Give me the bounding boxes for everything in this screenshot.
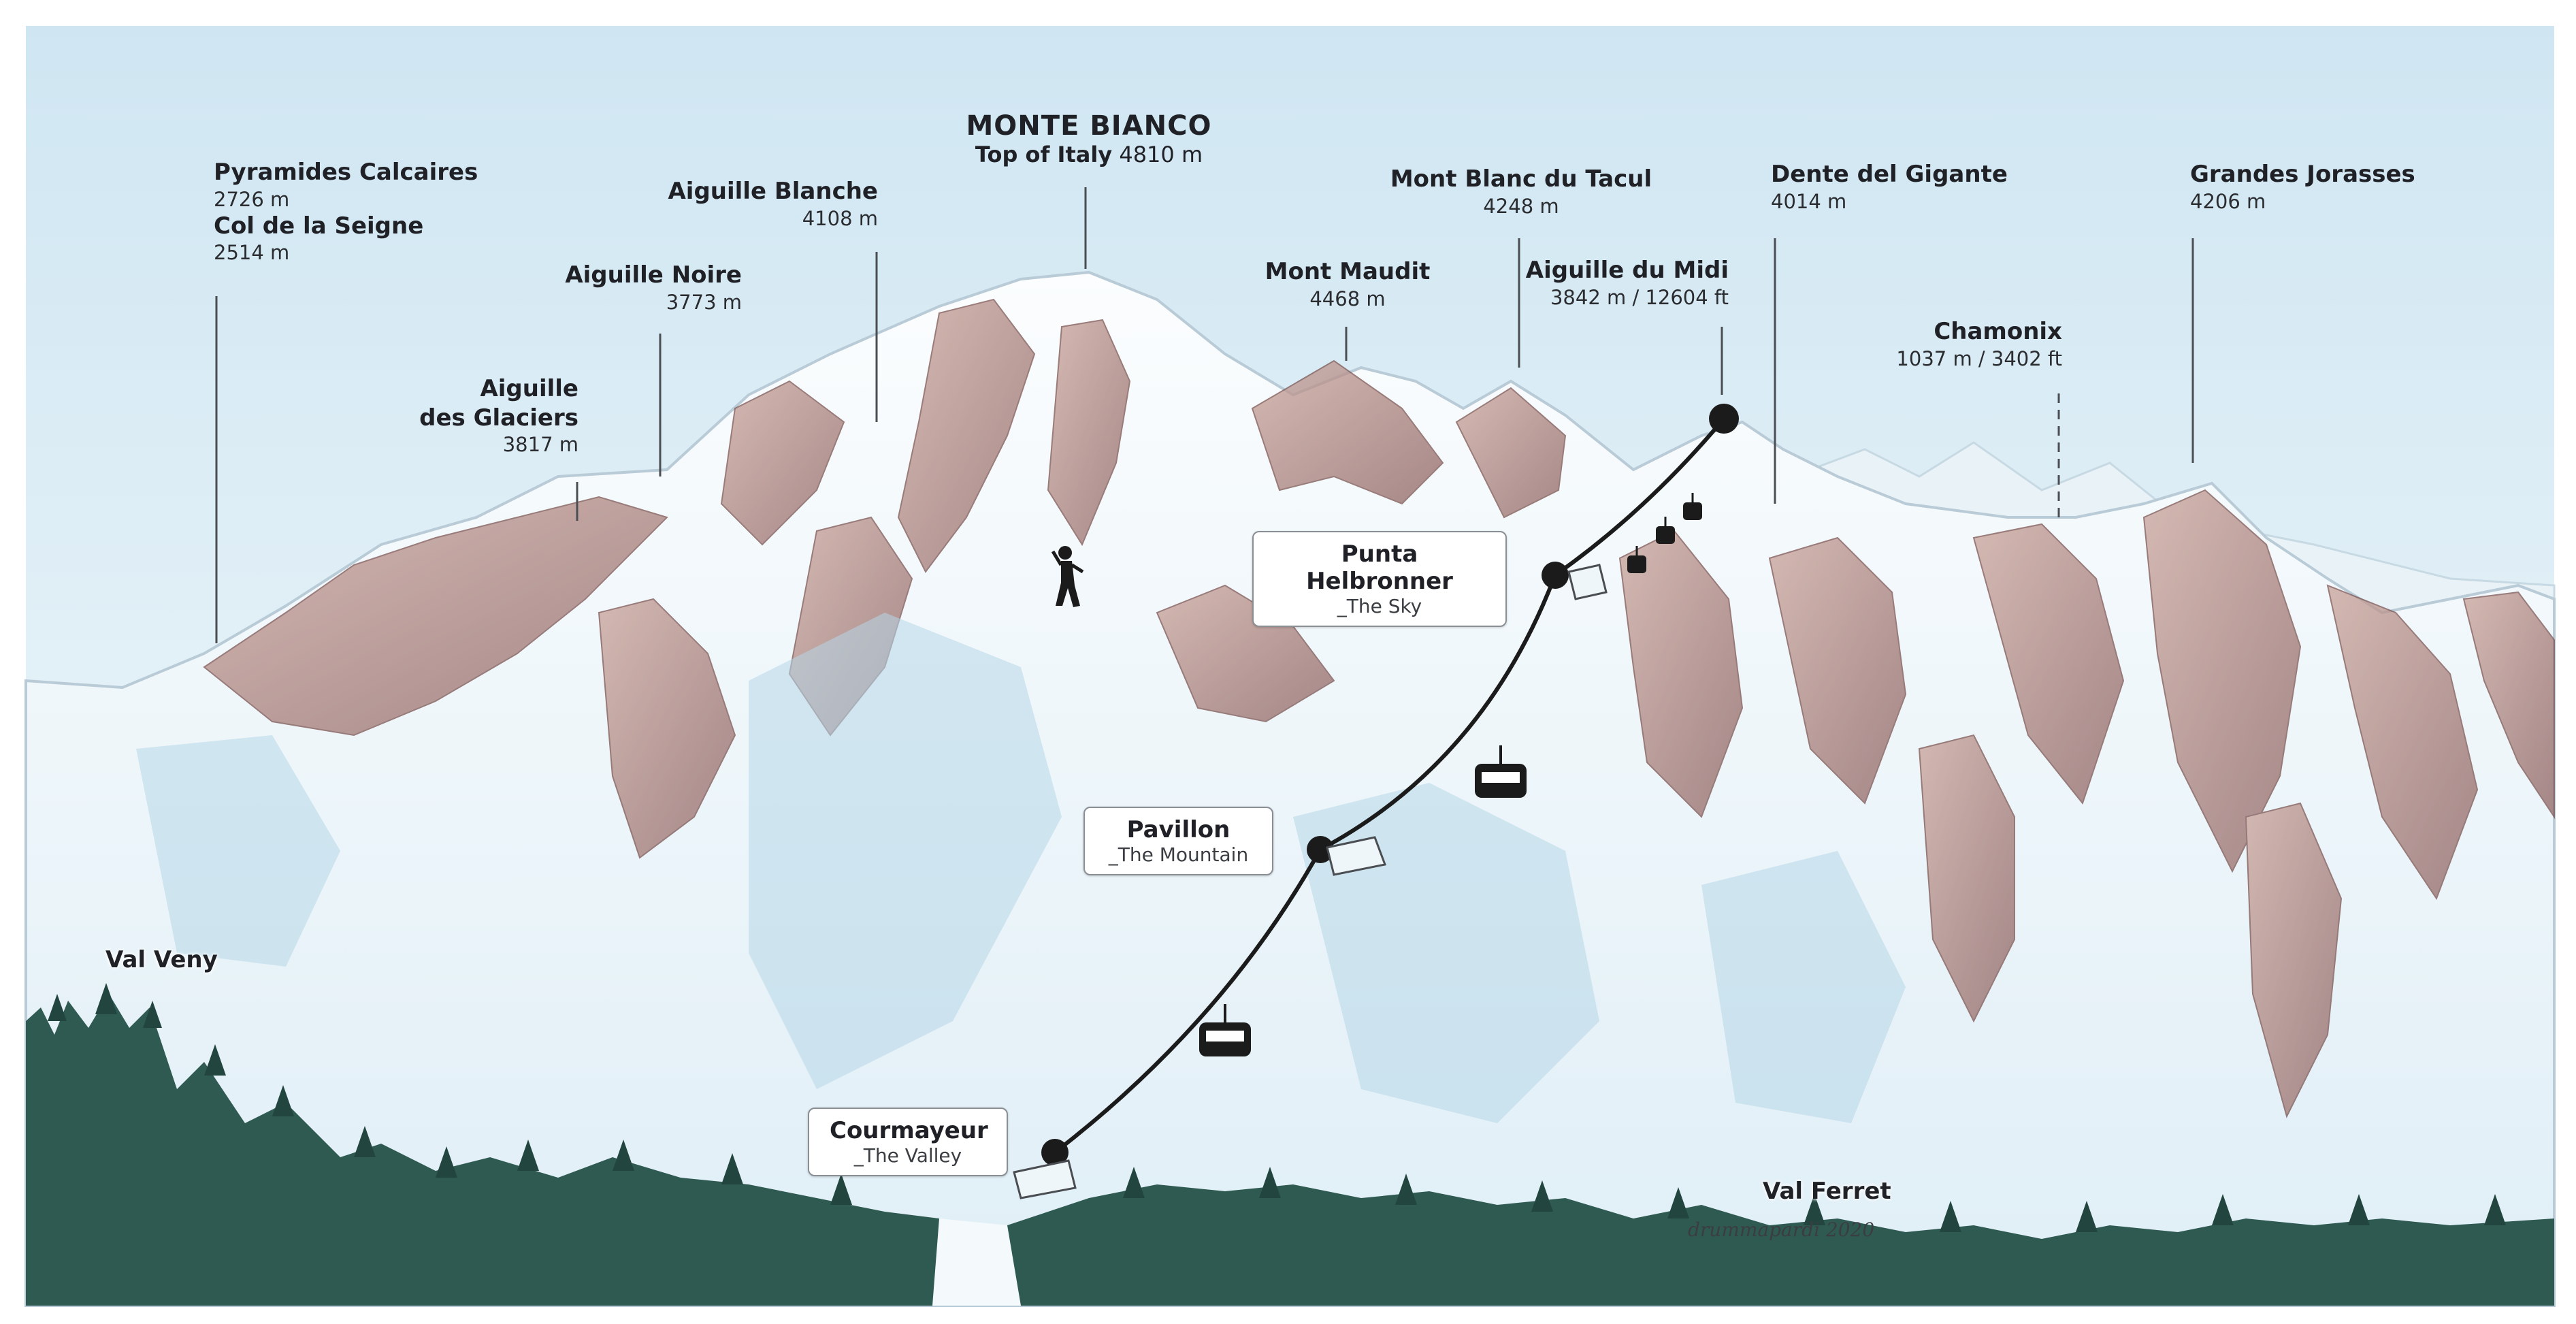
station-dot-icon	[1307, 836, 1334, 863]
peak-label-maudit: Mont Maudit 4468 m	[1239, 257, 1456, 311]
valley-floor	[932, 1218, 1021, 1306]
peak-name: Pyramides Calcaires	[214, 159, 478, 186]
peak-elevation: 3817 m	[502, 433, 578, 456]
peak-label-pyramides: Pyramides Calcaires 2726 m Col de la Sei…	[214, 158, 478, 265]
peak-name: Aiguille du Midi	[1525, 257, 1729, 284]
pavillon-building	[1326, 836, 1387, 876]
forest-right	[1007, 1184, 2554, 1306]
peak-elevation: 2726 m	[214, 187, 290, 211]
station-buildings	[1013, 564, 1608, 1199]
station-helbronner[interactable]: Punta Helbronner _The Sky	[1252, 531, 1507, 627]
peak-name: Aiguille	[480, 375, 578, 402]
artist-signature: drummapardi 2020	[1688, 1218, 1875, 1241]
peak-elevation: 4206 m	[2190, 189, 2266, 213]
summit-elevation: 4810 m	[1119, 142, 1203, 167]
summit-subtitle-bold: Top of Italy	[975, 142, 1113, 167]
peak-label-tacul: Mont Blanc du Tacul 4248 m	[1388, 165, 1654, 219]
peak-name: Mont Maudit	[1265, 258, 1431, 285]
tree-tips	[48, 983, 2506, 1232]
station-dot-icon	[1041, 1139, 1069, 1166]
cable-lines	[1054, 417, 1726, 1155]
peak-name: Col de la Seigne	[214, 212, 424, 240]
peak-label-glaciers: Aiguille des Glaciers 3817 m	[408, 374, 578, 457]
station-pavillon[interactable]: Pavillon _The Mountain	[1083, 807, 1273, 875]
station-subtitle: _The Sky	[1337, 595, 1422, 617]
peak-label-noire: Aiguille Noire 3773 m	[517, 261, 742, 314]
peak-name: Dente del Gigante	[1771, 161, 2008, 188]
station-name: Punta Helbronner	[1306, 540, 1453, 595]
peak-elevation: 3773 m	[666, 290, 742, 314]
forest	[26, 994, 953, 1306]
valley-label-veny: Val Veny	[105, 946, 218, 973]
helbronner-building	[1567, 564, 1608, 600]
cable-helbronner-midi	[1554, 417, 1726, 577]
peak-elevation: 4468 m	[1309, 287, 1386, 310]
station-dot-icon	[1709, 404, 1739, 434]
peak-name: Mont Blanc du Tacul	[1390, 165, 1652, 193]
summit-title: MONTE BIANCO	[966, 110, 1212, 142]
peak-elevation: 4248 m	[1483, 194, 1559, 218]
peak-name: Aiguille Noire	[565, 261, 742, 289]
station-courmayeur[interactable]: Courmayeur _The Valley	[808, 1108, 1008, 1176]
cable-car-icon	[1199, 493, 1702, 1056]
peak-name: Aiguille Blanche	[668, 178, 878, 205]
station-name: Courmayeur	[830, 1117, 988, 1144]
peak-label-blanche: Aiguille Blanche 4108 m	[653, 177, 878, 231]
climber-icon	[1051, 546, 1084, 607]
summit-subtitle: Top of Italy 4810 m	[960, 142, 1218, 167]
peak-elevation: 2514 m	[214, 241, 290, 265]
peak-name: Grandes Jorasses	[2190, 161, 2415, 188]
leader-lines	[215, 187, 2194, 643]
peak-elevation: 4108 m	[802, 206, 878, 230]
peak-label-dente: Dente del Gigante 4014 m	[1771, 160, 2008, 214]
rock-ridges	[203, 298, 2555, 1118]
peak-label-chamonix: Chamonix 1037 m / 3402 ft	[1838, 317, 2062, 371]
cable-courmayeur-pavillon	[1054, 848, 1322, 1155]
station-dot-icon	[1542, 562, 1569, 589]
peak-label-jorasses: Grandes Jorasses 4206 m	[2190, 160, 2415, 214]
peak-elevation: 1037 m / 3402 ft	[1896, 346, 2062, 370]
station-subtitle: _The Mountain	[1108, 843, 1249, 866]
peak-elevation: 4014 m	[1771, 189, 1847, 213]
station-name: Pavillon	[1126, 816, 1230, 843]
courmayeur-building	[1013, 1159, 1077, 1199]
cable-pavillon-helbronner	[1319, 574, 1557, 852]
summit-label: MONTE BIANCO Top of Italy 4810 m	[960, 110, 1218, 167]
peak-name: Chamonix	[1934, 318, 2062, 345]
station-subtitle: _The Valley	[853, 1144, 962, 1167]
station-dots	[1041, 404, 1739, 1166]
peak-name: des Glaciers	[419, 404, 578, 432]
peak-elevation: 3842 m / 12604 ft	[1550, 285, 1729, 309]
valley-label-ferret: Val Ferret	[1763, 1178, 1891, 1205]
peak-label-midi: Aiguille du Midi 3842 m / 12604 ft	[1497, 256, 1729, 310]
